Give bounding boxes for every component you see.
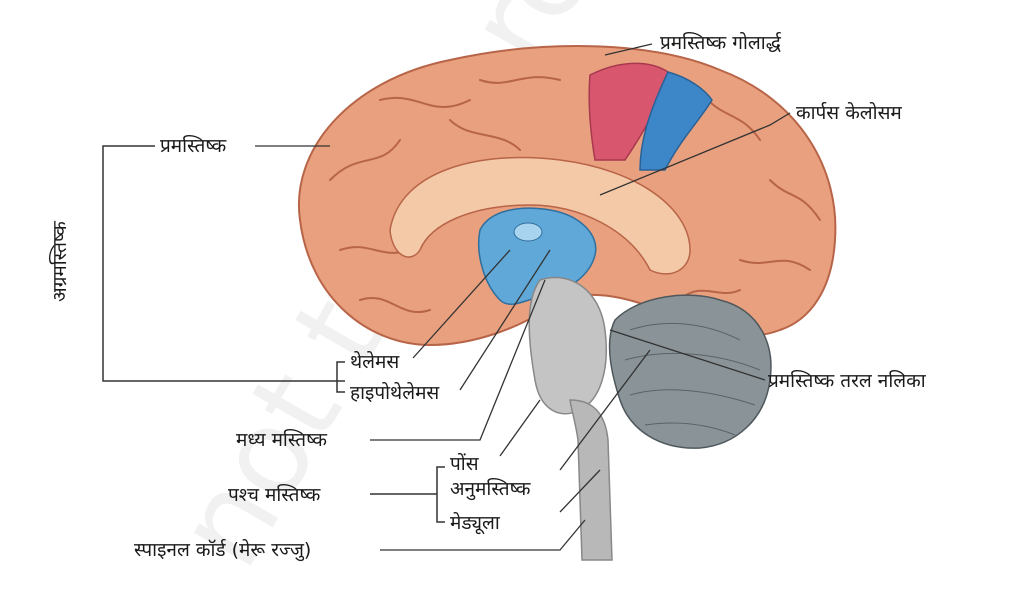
- brain-diagram: [102, 43, 837, 561]
- blue-region: [639, 71, 713, 171]
- label-pons: पोंस: [450, 453, 479, 475]
- cerebellum: [608, 294, 772, 449]
- label-cerebrum: प्रमस्तिष्क: [160, 135, 227, 157]
- label-cerebral-hemisphere: प्रमस्तिष्क गोलार्द्ध: [660, 32, 781, 54]
- leader-lines: [255, 43, 791, 551]
- label-medulla: मेड्यूला: [450, 512, 500, 534]
- thalamus-bracket: [336, 361, 345, 393]
- thalamus-blob: [513, 222, 543, 242]
- label-corpus-callosum: कार्पस केलोसम: [796, 102, 902, 124]
- cerebellum-folia: [624, 323, 761, 436]
- corpus-callosum-shape: [389, 156, 691, 275]
- label-midbrain: मध्य मस्तिष्क: [236, 429, 327, 451]
- label-hindbrain: पश्च मस्तिष्क: [228, 484, 321, 506]
- label-hypothalamus: हाइपोथेलेमस: [350, 382, 440, 404]
- label-cerebral-aqueduct: प्रमस्तिष्क तरल नलिका: [768, 370, 926, 392]
- label-thalamus: थेलेमस: [350, 351, 400, 373]
- forebrain-bracket: [102, 145, 345, 382]
- hindbrain-bracket: [370, 466, 445, 523]
- label-forebrain: अग्रमस्तिष्क: [48, 221, 71, 302]
- pons: [528, 276, 607, 415]
- label-spinal-cord: स्पाइनल कॉर्ड (मेरू रज्जु): [134, 539, 312, 561]
- label-cerebellum: अनुमस्तिष्क: [450, 478, 531, 500]
